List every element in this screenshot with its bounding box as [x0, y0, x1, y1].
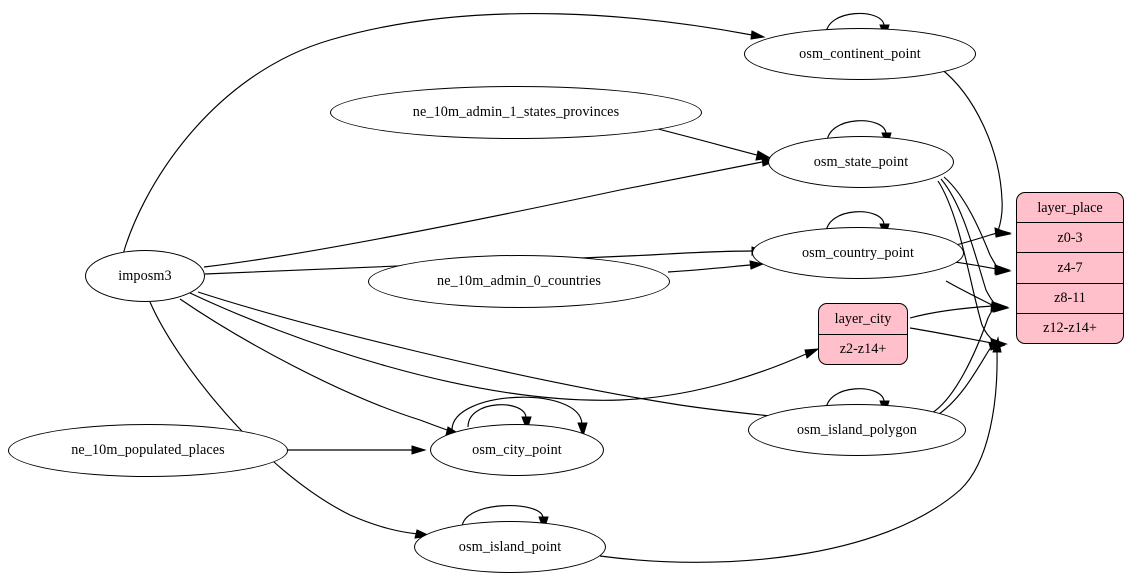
- node-layer_place[interactable]: layer_place z0-3 z4-7 z8-11 z12-z14+: [1016, 192, 1124, 344]
- node-osm_country_point[interactable]: osm_country_point: [752, 227, 964, 279]
- edge-imposm3-to-osm_island_point: [149, 301, 432, 539]
- edge-imposm3-to-osm_continent_point: [121, 13, 766, 259]
- layer_place-row-z12-z14[interactable]: z12-z14+: [1017, 312, 1123, 343]
- node-ne_10m_populated_places[interactable]: ne_10m_populated_places: [8, 424, 288, 477]
- edge-extra-into-osm_city_point: [451, 396, 588, 438]
- layer_place-row-z8-11[interactable]: z8-11: [1017, 282, 1123, 313]
- node-label-osm_continent_point: osm_continent_point: [799, 45, 921, 62]
- node-label-imposm3: imposm3: [118, 267, 172, 284]
- node-osm_continent_point[interactable]: osm_continent_point: [744, 28, 976, 80]
- edge-imposm3-to-osm_island_polygon: [197, 291, 805, 423]
- node-osm_state_point[interactable]: osm_state_point: [768, 136, 954, 188]
- edge-osm_country_point-to-z4-7: [954, 261, 1011, 275]
- node-label-osm_state_point: osm_state_point: [813, 153, 909, 170]
- edge-osm_continent_point-to-z0-3: [939, 67, 1012, 238]
- edge-imposm3-to-layer_city-z2: [189, 292, 820, 401]
- edge-ne_populated-to-osm_city_point: [285, 445, 427, 455]
- edge-imposm3-to-osm_city_point: [179, 298, 463, 436]
- node-label-osm_island_point: osm_island_point: [458, 538, 562, 555]
- node-osm_island_point[interactable]: osm_island_point: [414, 521, 606, 573]
- node-label-osm_city_point: osm_city_point: [472, 441, 562, 458]
- node-layer_city[interactable]: layer_city z2-z14+: [818, 303, 908, 365]
- edge-osm_island_polygon-to-z8-11: [931, 304, 1008, 414]
- edge-osm_island_point-to-z12: [599, 336, 1002, 563]
- node-imposm3[interactable]: imposm3: [85, 250, 205, 302]
- edge-imposm3-to-osm_state_point: [203, 157, 777, 268]
- layer_place-header: layer_place: [1037, 199, 1103, 216]
- edge-ne_admin1-to-osm_state_point: [649, 126, 772, 161]
- layer_place-row-z0-3[interactable]: z0-3: [1017, 222, 1123, 252]
- node-label-ne_populated: ne_10m_populated_places: [71, 442, 225, 459]
- layer_city-header: layer_city: [834, 310, 892, 327]
- edge-ne_admin0-to-osm_country_point: [667, 260, 765, 273]
- layer_place-row-z4-7[interactable]: z4-7: [1017, 252, 1123, 282]
- node-label-osm_island_polygon: osm_island_polygon: [796, 421, 918, 438]
- node-osm_city_point[interactable]: osm_city_point: [430, 424, 604, 476]
- node-label-osm_country_point: osm_country_point: [801, 244, 915, 261]
- node-label-ne_admin0: ne_10m_admin_0_countries: [437, 273, 601, 290]
- node-osm_island_polygon[interactable]: osm_island_polygon: [748, 404, 966, 456]
- layer_city-row-z2-z14[interactable]: z2-z14+: [819, 333, 907, 365]
- node-label-ne_admin1: ne_10m_admin_1_states_provinces: [412, 104, 620, 121]
- node-ne_10m_admin_1_states_provinces[interactable]: ne_10m_admin_1_states_provinces: [330, 86, 702, 139]
- node-ne_10m_admin_0_countries[interactable]: ne_10m_admin_0_countries: [368, 255, 670, 308]
